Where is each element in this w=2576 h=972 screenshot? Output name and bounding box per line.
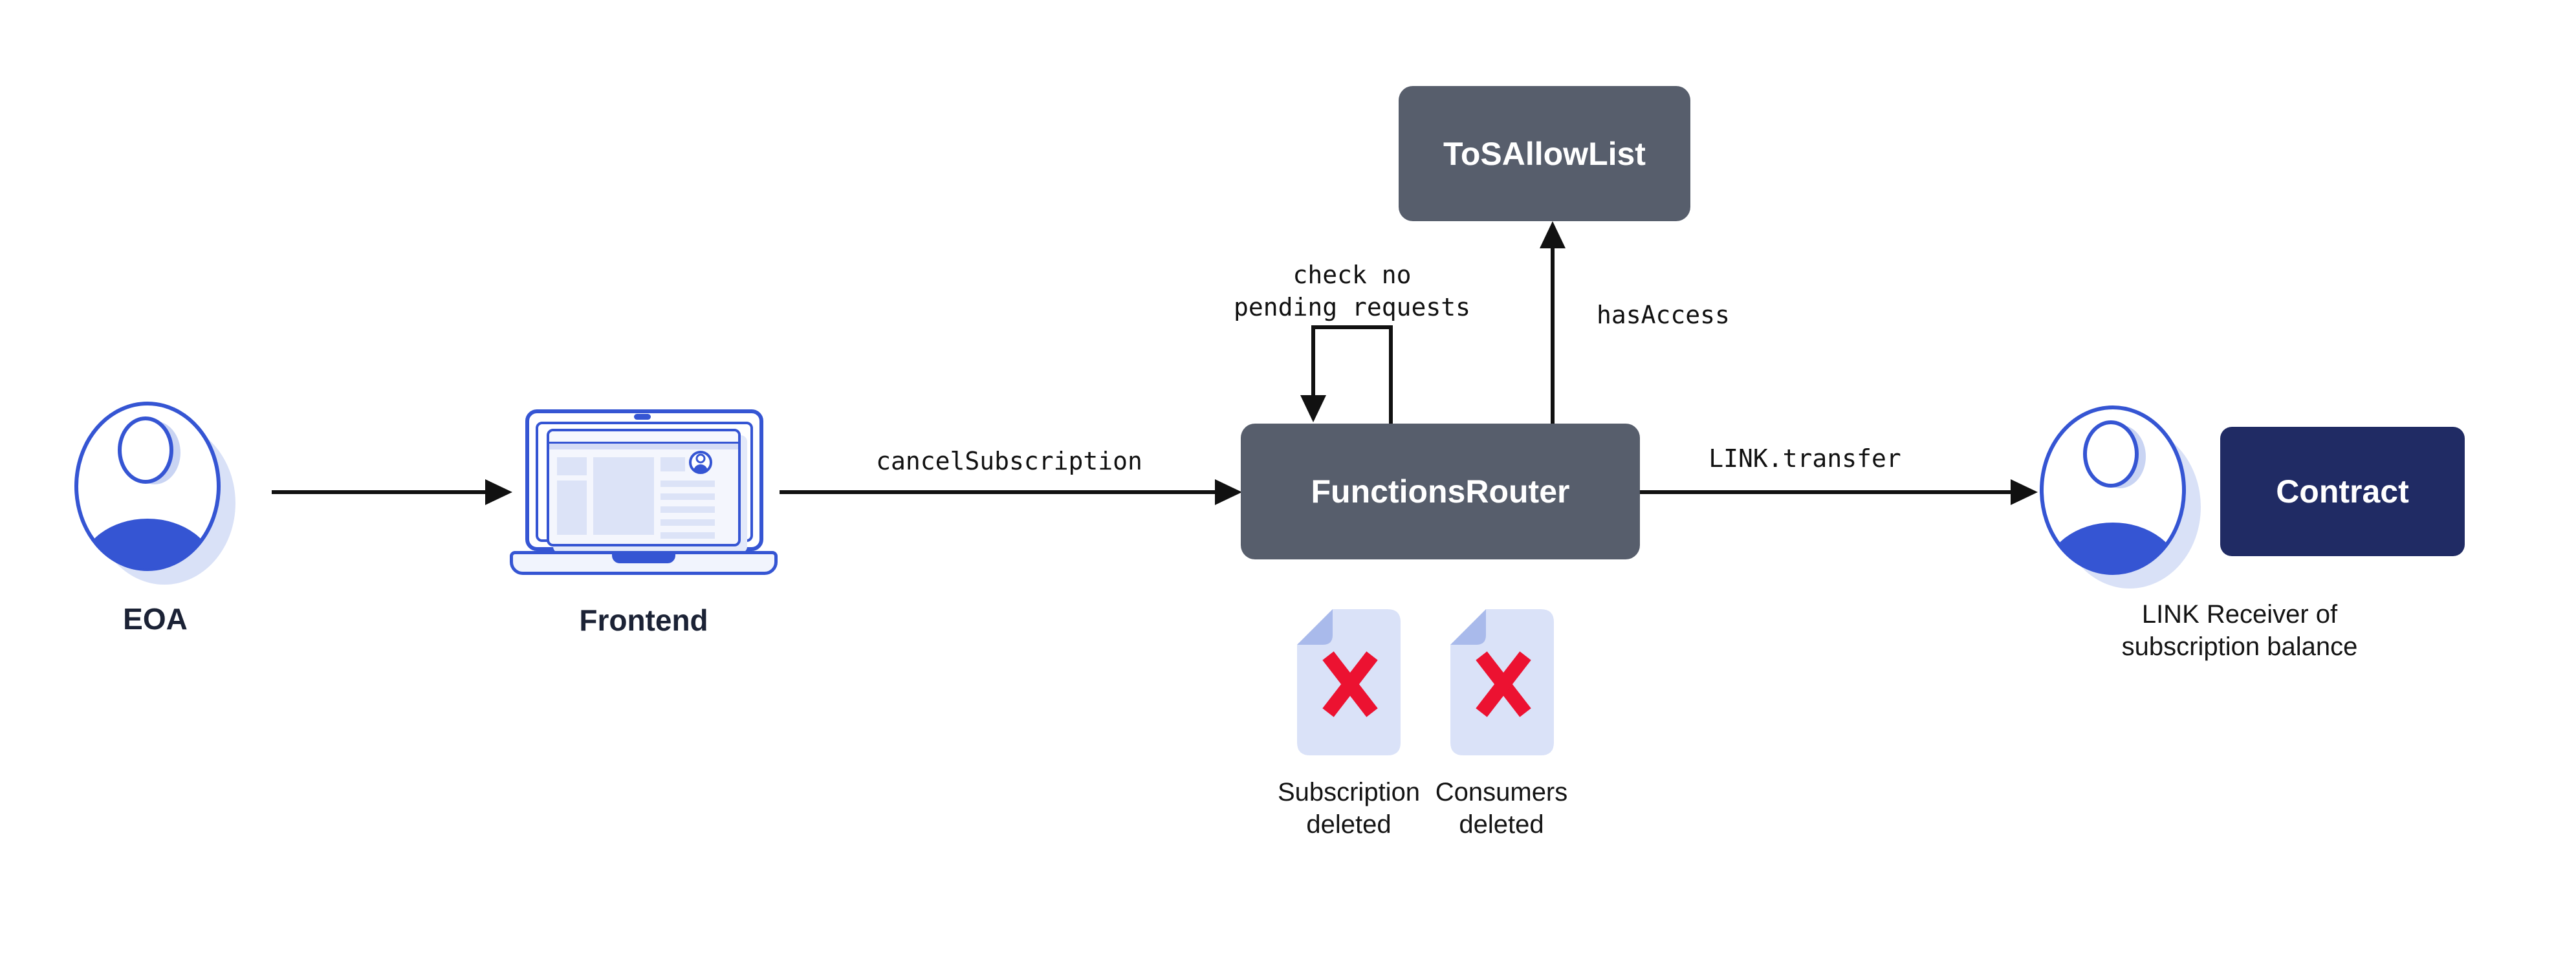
arrowhead-eoa-to-frontend	[485, 479, 512, 505]
functions-router-box: FunctionsRouter	[1241, 424, 1640, 559]
arrowhead-router-to-receiver	[2011, 479, 2038, 505]
subscription-deleted-line1: Subscription	[1277, 778, 1421, 806]
x-icon	[1476, 651, 1531, 717]
laptop-camera-icon	[634, 414, 651, 420]
content-block	[557, 481, 587, 535]
x-icon	[1322, 651, 1378, 717]
tos-allow-list-box: ToSAllowList	[1399, 86, 1690, 221]
arrow-frontend-to-router	[780, 490, 1217, 494]
eoa-label: EOA	[123, 602, 188, 636]
content-line	[660, 532, 715, 539]
content-block	[660, 457, 685, 471]
functions-router-label: FunctionsRouter	[1311, 473, 1570, 510]
contract-label: Contract	[2276, 473, 2409, 510]
content-line	[660, 481, 715, 487]
content-line	[660, 519, 715, 526]
link-receiver-line2: subscription balance	[2121, 632, 2358, 661]
subscription-deleted-caption: Subscription deleted	[1278, 776, 1420, 841]
arrowhead-router-to-tos	[1540, 221, 1566, 248]
link-receiver-line1: LINK Receiver of	[2141, 600, 2338, 629]
consumers-deleted-document-icon	[1450, 609, 1554, 755]
contract-box: Contract	[2220, 427, 2465, 556]
link-transfer-edge-label: LINK.transfer	[1708, 444, 1901, 473]
user-icon	[2040, 405, 2201, 589]
document-fold	[1297, 609, 1333, 645]
self-check-label-line1: check no	[1293, 261, 1412, 289]
browser-toolbar	[549, 444, 738, 449]
document-fold	[1450, 609, 1486, 645]
content-block	[593, 457, 654, 535]
frontend-label: Frontend	[579, 603, 708, 637]
subscription-deleted-line2: deleted	[1306, 810, 1392, 839]
link-receiver-caption: LINK Receiver of subscription balance	[2122, 598, 2358, 663]
profile-avatar-icon	[689, 451, 712, 474]
content-line	[660, 493, 715, 500]
arrow-eoa-to-frontend	[272, 490, 486, 494]
user-icon	[74, 402, 235, 585]
has-access-edge-label: hasAccess	[1597, 301, 1730, 329]
self-check-label-line2: pending requests	[1233, 293, 1471, 321]
laptop-notch	[612, 554, 675, 563]
self-check-edge-label: check no pending requests	[1234, 259, 1470, 323]
content-line	[660, 506, 715, 513]
consumers-deleted-line2: deleted	[1459, 810, 1544, 839]
browser-titlebar	[549, 431, 738, 444]
self-loop-left-segment	[1311, 325, 1315, 396]
consumers-deleted-line1: Consumers	[1435, 778, 1568, 806]
arrowhead-frontend-to-router	[1215, 479, 1242, 505]
arrowhead-self-loop	[1300, 395, 1326, 422]
self-loop-right-segment	[1389, 325, 1393, 424]
tos-allow-list-label: ToSAllowList	[1443, 135, 1646, 172]
laptop-icon	[510, 406, 778, 576]
browser-window	[547, 429, 741, 546]
content-block	[557, 457, 587, 475]
self-loop-top-segment	[1311, 325, 1393, 329]
arrow-router-to-tos	[1551, 246, 1555, 424]
cancel-subscription-edge-label: cancelSubscription	[876, 447, 1142, 475]
consumers-deleted-caption: Consumers deleted	[1435, 776, 1568, 841]
subscription-deleted-document-icon	[1297, 609, 1401, 755]
arrow-router-to-receiver	[1640, 490, 2013, 494]
